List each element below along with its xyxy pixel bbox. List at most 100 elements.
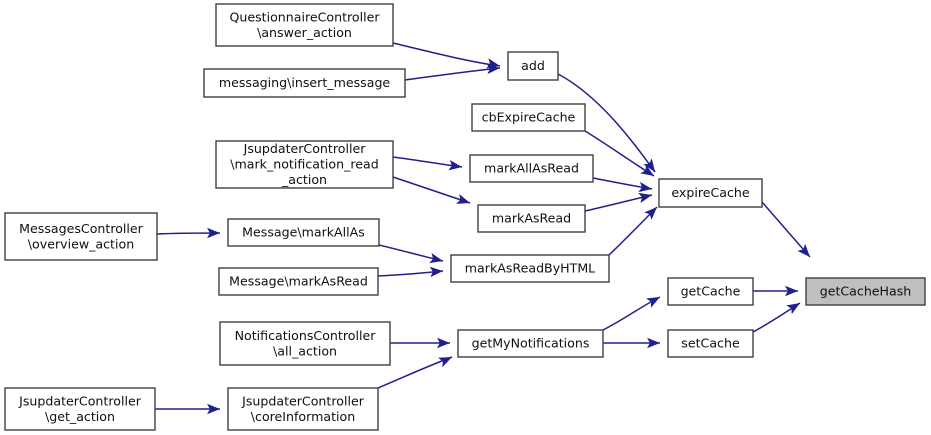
node-jsupdater_get_action[interactable]: JsupdaterController\get_action: [4, 387, 156, 431]
node-label-getCacheHash: getCacheHash: [820, 283, 912, 298]
node-box-getCacheHash[interactable]: [805, 277, 926, 306]
node-label-getMyNotifications: getMyNotifications: [472, 335, 590, 350]
node-box-getMyNotifications[interactable]: [457, 329, 604, 358]
node-messages_overview[interactable]: MessagesController\overview_action: [4, 212, 158, 261]
node-jsupdater_coreInformation[interactable]: JsupdaterController\coreInformation: [227, 387, 379, 431]
node-box-messages_overview[interactable]: [4, 212, 158, 261]
node-add[interactable]: add: [507, 51, 559, 81]
edge-arrowhead: [456, 194, 470, 204]
node-label-getCache: getCache: [681, 283, 741, 298]
edge-messaging_insert-to-add: [404, 63, 501, 81]
node-jsupdater_mark_notification[interactable]: JsupdaterController\mark_notification_re…: [215, 140, 394, 189]
node-box-questionnaire_answer[interactable]: [215, 3, 394, 47]
edge-arrowhead: [797, 243, 810, 257]
edge-expireCache-to-getCacheHash: [761, 201, 811, 258]
node-message_markAsRead[interactable]: Message\markAsRead: [218, 267, 379, 296]
edge-line: [761, 201, 811, 258]
node-box-jsupdater_coreInformation[interactable]: [227, 387, 379, 431]
node-label-message_markAllAs: Message\markAllAs: [242, 224, 365, 239]
node-box-message_markAllAs[interactable]: [227, 218, 380, 247]
node-label-markAsReadByHTML: markAsReadByHTML: [465, 260, 595, 275]
edge-message_markAsRead-to-markAsReadByHTML: [377, 266, 444, 278]
node-box-notifications_all[interactable]: [219, 321, 391, 366]
node-label-setCache: setCache: [681, 335, 740, 350]
node-box-cbExpireCache[interactable]: [471, 103, 586, 132]
node-getCacheHash[interactable]: getCacheHash: [805, 277, 926, 306]
node-markAsRead[interactable]: markAsRead: [477, 204, 586, 233]
node-markAllAsRead[interactable]: markAllAsRead: [469, 154, 594, 183]
node-label-messages_overview: MessagesController\overview_action: [19, 220, 144, 251]
node-box-add[interactable]: [507, 51, 559, 81]
node-label-message_markAsRead: Message\markAsRead: [229, 273, 368, 288]
node-box-messaging_insert[interactable]: [203, 68, 406, 98]
edge-jsupdater_mark_notification-to-markAllAsRead: [392, 156, 463, 171]
edge-line: [584, 130, 655, 177]
node-questionnaire_answer[interactable]: QuestionnaireController\answer_action: [215, 3, 394, 47]
edge-markAsRead-to-expireCache: [584, 192, 653, 212]
edge-setCache-to-getCacheHash: [752, 302, 801, 333]
edge-arrowhead: [638, 181, 652, 193]
nodes-layer: QuestionnaireController\answer_actionmes…: [4, 3, 926, 431]
node-box-markAllAsRead[interactable]: [469, 154, 594, 183]
edge-line: [557, 73, 656, 173]
node-label-jsupdater_get_action: JsupdaterController\get_action: [18, 393, 142, 424]
edge-arrowhead: [429, 253, 443, 264]
node-box-markAsRead[interactable]: [477, 204, 586, 233]
edge-line: [392, 42, 501, 67]
node-box-message_markAsRead[interactable]: [218, 267, 379, 296]
node-getCache[interactable]: getCache: [667, 277, 754, 306]
edge-messages_overview-to-message_markAllAs: [156, 227, 221, 239]
node-label-jsupdater_mark_notification: JsupdaterController\mark_notification_re…: [230, 141, 378, 187]
edge-arrowhead: [638, 192, 652, 203]
edge-arrowhead: [647, 337, 660, 349]
node-messaging_insert[interactable]: messaging\insert_message: [203, 68, 406, 98]
edge-notifications_all-to-getMyNotifications: [390, 337, 450, 349]
node-box-getCache[interactable]: [667, 277, 754, 306]
edge-arrowhead: [486, 63, 500, 75]
edge-arrowhead: [437, 337, 450, 349]
node-markAsReadByHTML[interactable]: markAsReadByHTML: [450, 254, 610, 283]
edge-markAllAsRead-to-expireCache: [592, 177, 653, 193]
edge-arrowhead: [448, 160, 462, 171]
node-getMyNotifications[interactable]: getMyNotifications: [457, 329, 604, 358]
edges-layer: [155, 42, 811, 415]
node-label-cbExpireCache: cbExpireCache: [482, 109, 576, 124]
edge-getMyNotifications-to-setCache: [603, 337, 660, 349]
edge-arrowhead: [438, 357, 452, 368]
node-expireCache[interactable]: expireCache: [658, 178, 763, 208]
edge-jsupdater_get_action-to-jsupdater_coreInformation: [155, 403, 220, 415]
edge-getMyNotifications-to-getCache: [602, 296, 661, 331]
edge-message_markAllAs-to-markAsReadByHTML: [378, 244, 444, 264]
edge-jsupdater_mark_notification-to-markAsRead: [392, 176, 471, 204]
node-label-notifications_all: NotificationsController\all_action: [235, 327, 377, 358]
edge-arrowhead: [646, 297, 660, 308]
node-label-messaging_insert: messaging\insert_message: [219, 75, 391, 90]
node-box-setCache[interactable]: [667, 329, 754, 358]
node-label-markAsRead: markAsRead: [492, 210, 571, 225]
edge-markAsReadByHTML-to-expireCache: [608, 206, 658, 256]
node-label-markAllAsRead: markAllAsRead: [484, 160, 579, 175]
edge-arrowhead: [786, 303, 800, 315]
node-message_markAllAs[interactable]: Message\markAllAs: [227, 218, 380, 247]
edge-getCache-to-getCacheHash: [752, 285, 798, 297]
node-cbExpireCache[interactable]: cbExpireCache: [471, 103, 586, 132]
node-box-jsupdater_get_action[interactable]: [4, 387, 156, 431]
edge-line: [584, 194, 653, 212]
edge-arrowhead: [207, 227, 220, 239]
edge-arrowhead: [207, 403, 220, 415]
node-box-markAsReadByHTML[interactable]: [450, 254, 610, 283]
edge-line: [392, 176, 471, 204]
node-box-expireCache[interactable]: [658, 178, 763, 208]
edge-arrowhead: [640, 164, 654, 176]
edge-arrowhead: [643, 158, 655, 172]
node-label-add: add: [521, 58, 545, 73]
node-label-questionnaire_answer: QuestionnaireController\answer_action: [229, 9, 380, 40]
edge-jsupdater_coreInformation-to-getMyNotifications: [377, 356, 453, 389]
edge-add-to-expireCache: [557, 73, 656, 173]
node-label-jsupdater_coreInformation: JsupdaterController\coreInformation: [241, 393, 365, 424]
node-notifications_all[interactable]: NotificationsController\all_action: [219, 321, 391, 366]
edge-questionnaire_answer-to-add: [392, 42, 501, 69]
node-setCache[interactable]: setCache: [667, 329, 754, 358]
node-box-jsupdater_mark_notification[interactable]: [215, 140, 394, 189]
